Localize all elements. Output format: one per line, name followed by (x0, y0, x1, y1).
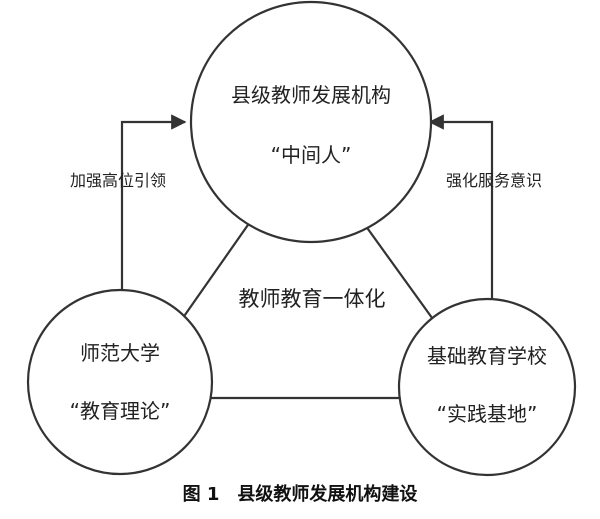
node-university-circle (26, 288, 214, 476)
node-county-line1: 县级教师发展机构 (231, 83, 391, 107)
arrow-school-to-county (428, 114, 494, 300)
figure-caption: 图 1 县级教师发展机构建设 (183, 483, 418, 505)
edge-label-left: 加强高位引领 (70, 171, 166, 190)
node-school-circle (397, 297, 577, 477)
node-school-line1: 基础教育学校 (427, 344, 547, 368)
edge-label-right: 强化服务意识 (446, 171, 542, 190)
edge-county-to-university (179, 221, 251, 323)
arrow-university-to-county (120, 114, 187, 300)
node-school-line2: “实践基地” (437, 402, 538, 426)
node-university-line2: “教育理论” (70, 399, 171, 423)
node-county-circle (189, 0, 433, 244)
node-county-line2: “中间人” (271, 143, 352, 167)
node-university-line1: 师范大学 (80, 341, 160, 365)
edge-county-to-school (359, 217, 436, 323)
center-label: 教师教育一体化 (239, 287, 386, 311)
